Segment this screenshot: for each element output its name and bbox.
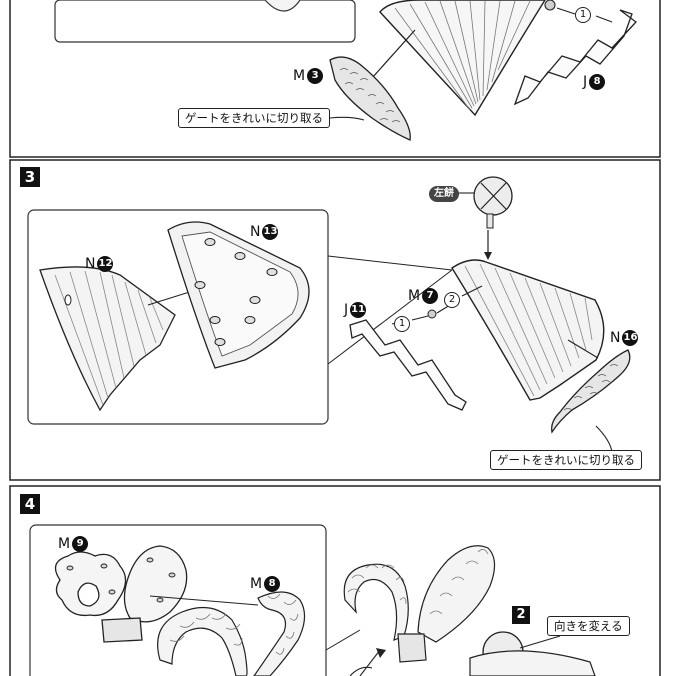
step4-rope-part-m8: [157, 591, 306, 676]
step2-zigzag-part-j8: [513, 9, 637, 106]
step3-panel-border: [9, 159, 661, 481]
step4-inset-box: [29, 524, 327, 676]
step2-inset-part: [264, 0, 301, 12]
step4-panel-border: [9, 485, 661, 676]
step2-scale-part-m3: [329, 56, 411, 141]
step2-inset-box: [54, 0, 356, 43]
order-number-1: 1: [394, 316, 410, 332]
step3-scale-part-n16: [551, 349, 631, 434]
gate-cut-callout: ゲートをきれいに切り取る: [178, 108, 330, 128]
step2-panel-border: [9, 0, 661, 158]
order-number-1: 1: [575, 7, 591, 23]
change-direction-callout: 向きを変える: [547, 616, 630, 636]
step3-inset-box: [27, 209, 329, 425]
order-number-2: 2: [444, 292, 460, 308]
step-number-badge: 3: [20, 167, 40, 187]
step3-ball-joint: [473, 176, 513, 229]
gate-cut-callout: ゲートをきれいに切り取る: [490, 450, 642, 470]
left-side-pill: 左餅: [429, 186, 459, 202]
step2-pin: [544, 0, 556, 11]
step4-assembled-rope: [343, 545, 496, 663]
step-number-badge: 4: [20, 494, 40, 514]
step3-half-cone-n13: [167, 221, 310, 369]
step3-main-cone: [451, 259, 605, 401]
sub-step-badge: 2: [512, 606, 530, 624]
step3-half-cone-n12: [39, 266, 176, 412]
step3-zigzag-part-j11: [349, 319, 467, 411]
step2-cone: [379, 0, 546, 117]
